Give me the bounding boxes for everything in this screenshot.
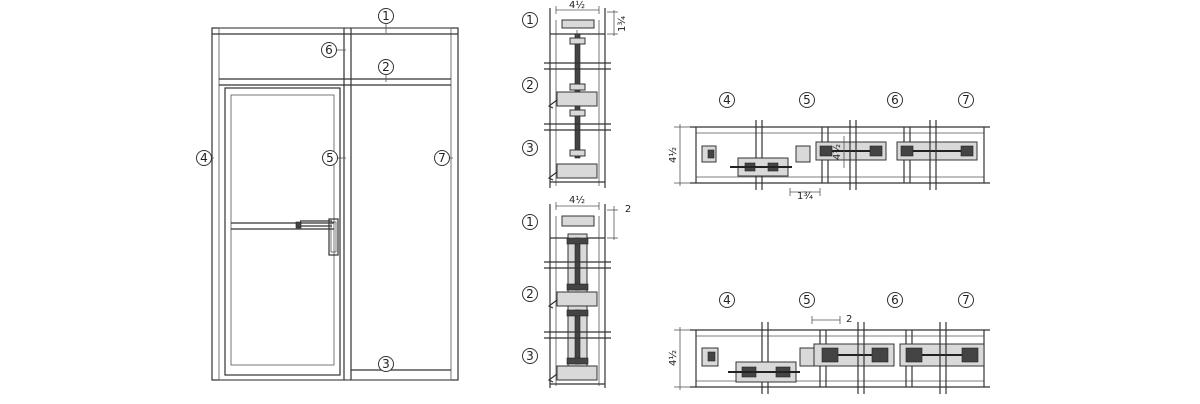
door-elevation: [205, 24, 459, 381]
h-section-b-label-6: 6: [887, 292, 903, 308]
section-a-label-1: 1: [522, 12, 538, 28]
dim-height-h-a: 4½: [667, 147, 679, 163]
svg-text:5: 5: [803, 293, 811, 307]
callout-7: 7: [434, 150, 450, 166]
section-b-label-1: 1: [522, 214, 538, 230]
svg-text:6: 6: [891, 93, 899, 107]
section-b-label-2: 2: [522, 286, 538, 302]
h-section-a-label-6: 6: [887, 92, 903, 108]
h-section-b-label-4: 4: [719, 292, 735, 308]
svg-text:4: 4: [200, 151, 208, 165]
callout-2: 2: [378, 59, 394, 75]
dim-inner-h-a: 4½: [831, 144, 843, 160]
dim-depth-b: 2: [625, 204, 631, 215]
svg-text:2: 2: [526, 287, 534, 301]
section-a-label-3: 3: [522, 140, 538, 156]
h-section-a-label-7: 7: [958, 92, 974, 108]
svg-text:4: 4: [723, 93, 731, 107]
svg-text:6: 6: [891, 293, 899, 307]
h-section-b-label-7: 7: [958, 292, 974, 308]
svg-text:2: 2: [526, 78, 534, 92]
dim-depth-h-a: 1¾: [797, 191, 813, 202]
h-section-b-label-5: 5: [799, 292, 815, 308]
section-b-label-3: 3: [522, 348, 538, 364]
vertical-section-b: [544, 202, 618, 388]
dim-width-b: 4½: [569, 194, 585, 206]
horizontal-section-a: [674, 120, 990, 196]
dim-height-h-b: 4½: [667, 350, 679, 366]
callout-6: 6: [321, 42, 337, 58]
h-section-a-label-4: 4: [719, 92, 735, 108]
section-a-label-2: 2: [522, 77, 538, 93]
svg-text:1: 1: [526, 215, 534, 229]
svg-text:3: 3: [382, 357, 390, 371]
callout-4: 4: [196, 150, 212, 166]
dim-width-a: 4½: [569, 0, 585, 11]
svg-text:5: 5: [803, 93, 811, 107]
callout-3: 3: [378, 356, 394, 372]
vertical-section-a: [544, 6, 618, 188]
svg-text:3: 3: [526, 141, 534, 155]
h-section-a-label-5: 5: [799, 92, 815, 108]
callout-1: 1: [378, 8, 394, 24]
callout-5: 5: [322, 150, 338, 166]
svg-text:5: 5: [326, 151, 334, 165]
dim-depth-h-b: 2: [846, 314, 852, 325]
svg-text:6: 6: [325, 43, 333, 57]
svg-text:7: 7: [438, 151, 446, 165]
svg-text:4: 4: [723, 293, 731, 307]
svg-text:3: 3: [526, 349, 534, 363]
svg-text:2: 2: [382, 60, 390, 74]
svg-text:7: 7: [962, 293, 970, 307]
dim-depth-a: 1¾: [617, 16, 628, 32]
svg-text:1: 1: [382, 9, 390, 23]
svg-text:7: 7: [962, 93, 970, 107]
svg-text:1: 1: [526, 13, 534, 27]
horizontal-section-b: [674, 316, 990, 394]
